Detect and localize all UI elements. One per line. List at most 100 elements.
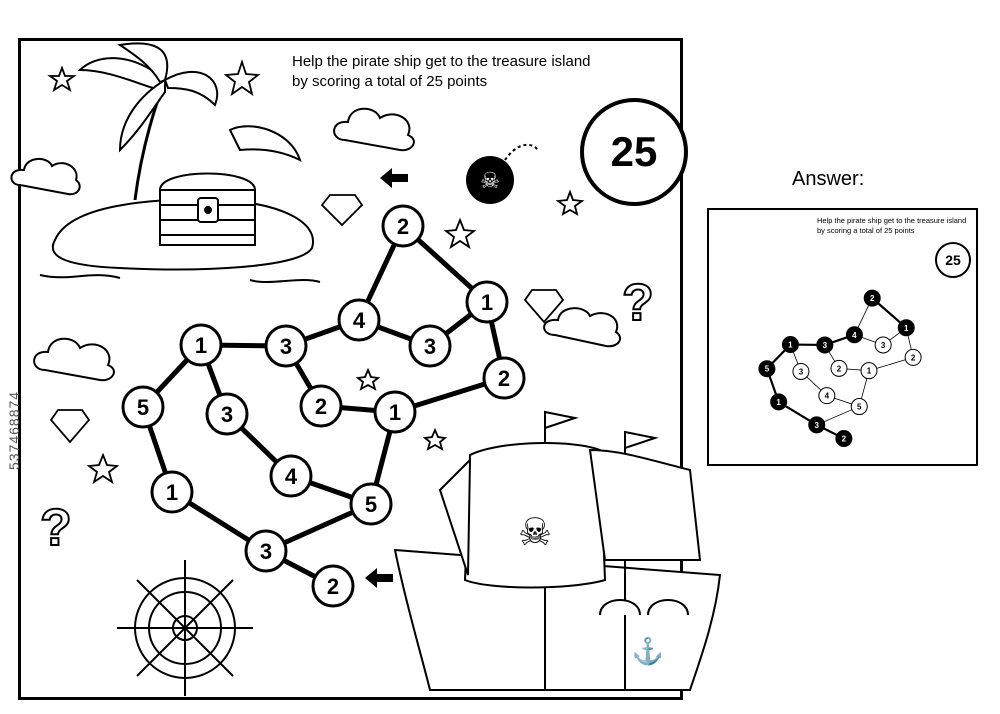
answer-node-n4: 3 [874, 336, 892, 354]
answer-node-n15: 3 [808, 416, 826, 434]
node-value: 2 [911, 353, 916, 362]
answer-instruction-line-2: by scoring a total of 25 points [817, 226, 915, 235]
pirate-ship-icon: ☠ ⚓ [393, 410, 722, 691]
node-circle [830, 359, 848, 377]
node-circle [482, 356, 526, 400]
answer-node-n10: 2 [830, 359, 848, 377]
node-circle [337, 298, 381, 342]
answer-node-n5: 2 [904, 348, 922, 366]
treasure-island [39, 42, 321, 283]
answer-node-n14: 5 [850, 398, 868, 416]
node-value: 2 [842, 435, 847, 444]
maze-node-n4[interactable]: 3 [408, 324, 452, 368]
node-value: 2 [327, 574, 339, 599]
svg-text:☠: ☠ [518, 512, 552, 554]
maze-node-n5[interactable]: 2 [482, 356, 526, 400]
answer-instructions: Help the pirate ship get to the treasure… [817, 216, 976, 236]
node-circle [781, 336, 799, 354]
node-value: 2 [397, 214, 409, 239]
node-circle [845, 326, 863, 344]
node-value: 4 [852, 331, 857, 340]
maze-node-n11[interactable]: 1 [373, 390, 417, 434]
maze-node-n14[interactable]: 5 [349, 482, 393, 526]
node-value: 1 [788, 341, 793, 350]
maze-node-n10[interactable]: 2 [299, 384, 343, 428]
watermark: 537468874 [6, 390, 22, 470]
maze-node-n6[interactable]: 3 [264, 324, 308, 368]
node-value: 2 [837, 364, 842, 373]
gem-icons [49, 194, 565, 444]
node-circle [179, 323, 223, 367]
svg-text:?: ? [622, 274, 654, 332]
node-circle [244, 529, 288, 573]
node-value: 1 [867, 367, 872, 376]
node-circle [904, 348, 922, 366]
node-value: 4 [285, 464, 298, 489]
answer-node-n11: 1 [860, 362, 878, 380]
node-circle [269, 454, 313, 498]
answer-node-n8: 5 [758, 360, 776, 378]
node-circle [808, 416, 826, 434]
answer-node-n2: 1 [897, 319, 915, 337]
treasure-chest-icon [158, 172, 257, 246]
bomb-icon: ☠ [466, 143, 539, 204]
maze-node-n3[interactable]: 4 [337, 298, 381, 342]
answer-node-n7: 1 [781, 336, 799, 354]
svg-text:☠: ☠ [480, 168, 500, 193]
node-circle [850, 398, 868, 416]
node-circle [465, 280, 509, 324]
maze-node-n2[interactable]: 1 [465, 280, 509, 324]
node-value: 3 [260, 539, 272, 564]
answer-node-n1: 2 [863, 289, 881, 307]
node-circle [792, 362, 810, 380]
node-circle [874, 336, 892, 354]
maze-node-n16[interactable]: 2 [311, 564, 355, 608]
node-value: 3 [424, 334, 436, 359]
answer-instruction-line-1: Help the pirate ship get to the treasure… [817, 216, 967, 225]
node-circle [373, 390, 417, 434]
answer-node-n12: 4 [818, 387, 836, 405]
question-mark-icons: ? ? [39, 273, 655, 558]
target-total-badge: 25 [580, 98, 688, 206]
node-value: 1 [195, 333, 207, 358]
node-circle [381, 204, 425, 248]
node-value: 3 [823, 341, 828, 350]
instruction-line-2: by scoring a total of 25 points [292, 73, 488, 90]
node-value: 4 [825, 392, 830, 401]
node-value: 5 [857, 403, 862, 412]
node-circle [818, 387, 836, 405]
answer-label: Answer: [792, 168, 865, 190]
answer-node-n13: 1 [770, 393, 788, 411]
maze-node-n7[interactable]: 1 [179, 323, 223, 367]
maze-node-n8[interactable]: 5 [121, 385, 165, 429]
answer-node-n9: 3 [792, 362, 810, 380]
svg-text:⚓: ⚓ [632, 636, 664, 666]
answer-node-n6: 3 [816, 336, 834, 354]
node-circle [897, 319, 915, 337]
node-value: 2 [870, 294, 875, 303]
node-circle [205, 392, 249, 436]
puzzle-frame [18, 38, 683, 700]
node-value: 1 [904, 324, 909, 333]
node-circle [758, 360, 776, 378]
arrow-icons [365, 168, 408, 588]
node-value: 1 [776, 398, 781, 407]
node-value: 4 [353, 308, 366, 333]
decorative-stars [47, 59, 585, 485]
node-value: 2 [315, 394, 327, 419]
node-value: 2 [498, 366, 510, 391]
node-circle [770, 393, 788, 411]
instructions-text: Help the pirate ship get to the treasure… [292, 52, 672, 92]
node-circle [121, 385, 165, 429]
node-circle [835, 430, 853, 448]
node-value: 5 [365, 492, 377, 517]
maze-node-n15[interactable]: 3 [244, 529, 288, 573]
maze-node-n9[interactable]: 3 [205, 392, 249, 436]
maze-node-n13[interactable]: 1 [150, 470, 194, 514]
clouds [10, 107, 621, 382]
maze-node-n1[interactable]: 2 [381, 204, 425, 248]
node-value: 1 [481, 290, 493, 315]
maze-node-n12[interactable]: 4 [269, 454, 313, 498]
